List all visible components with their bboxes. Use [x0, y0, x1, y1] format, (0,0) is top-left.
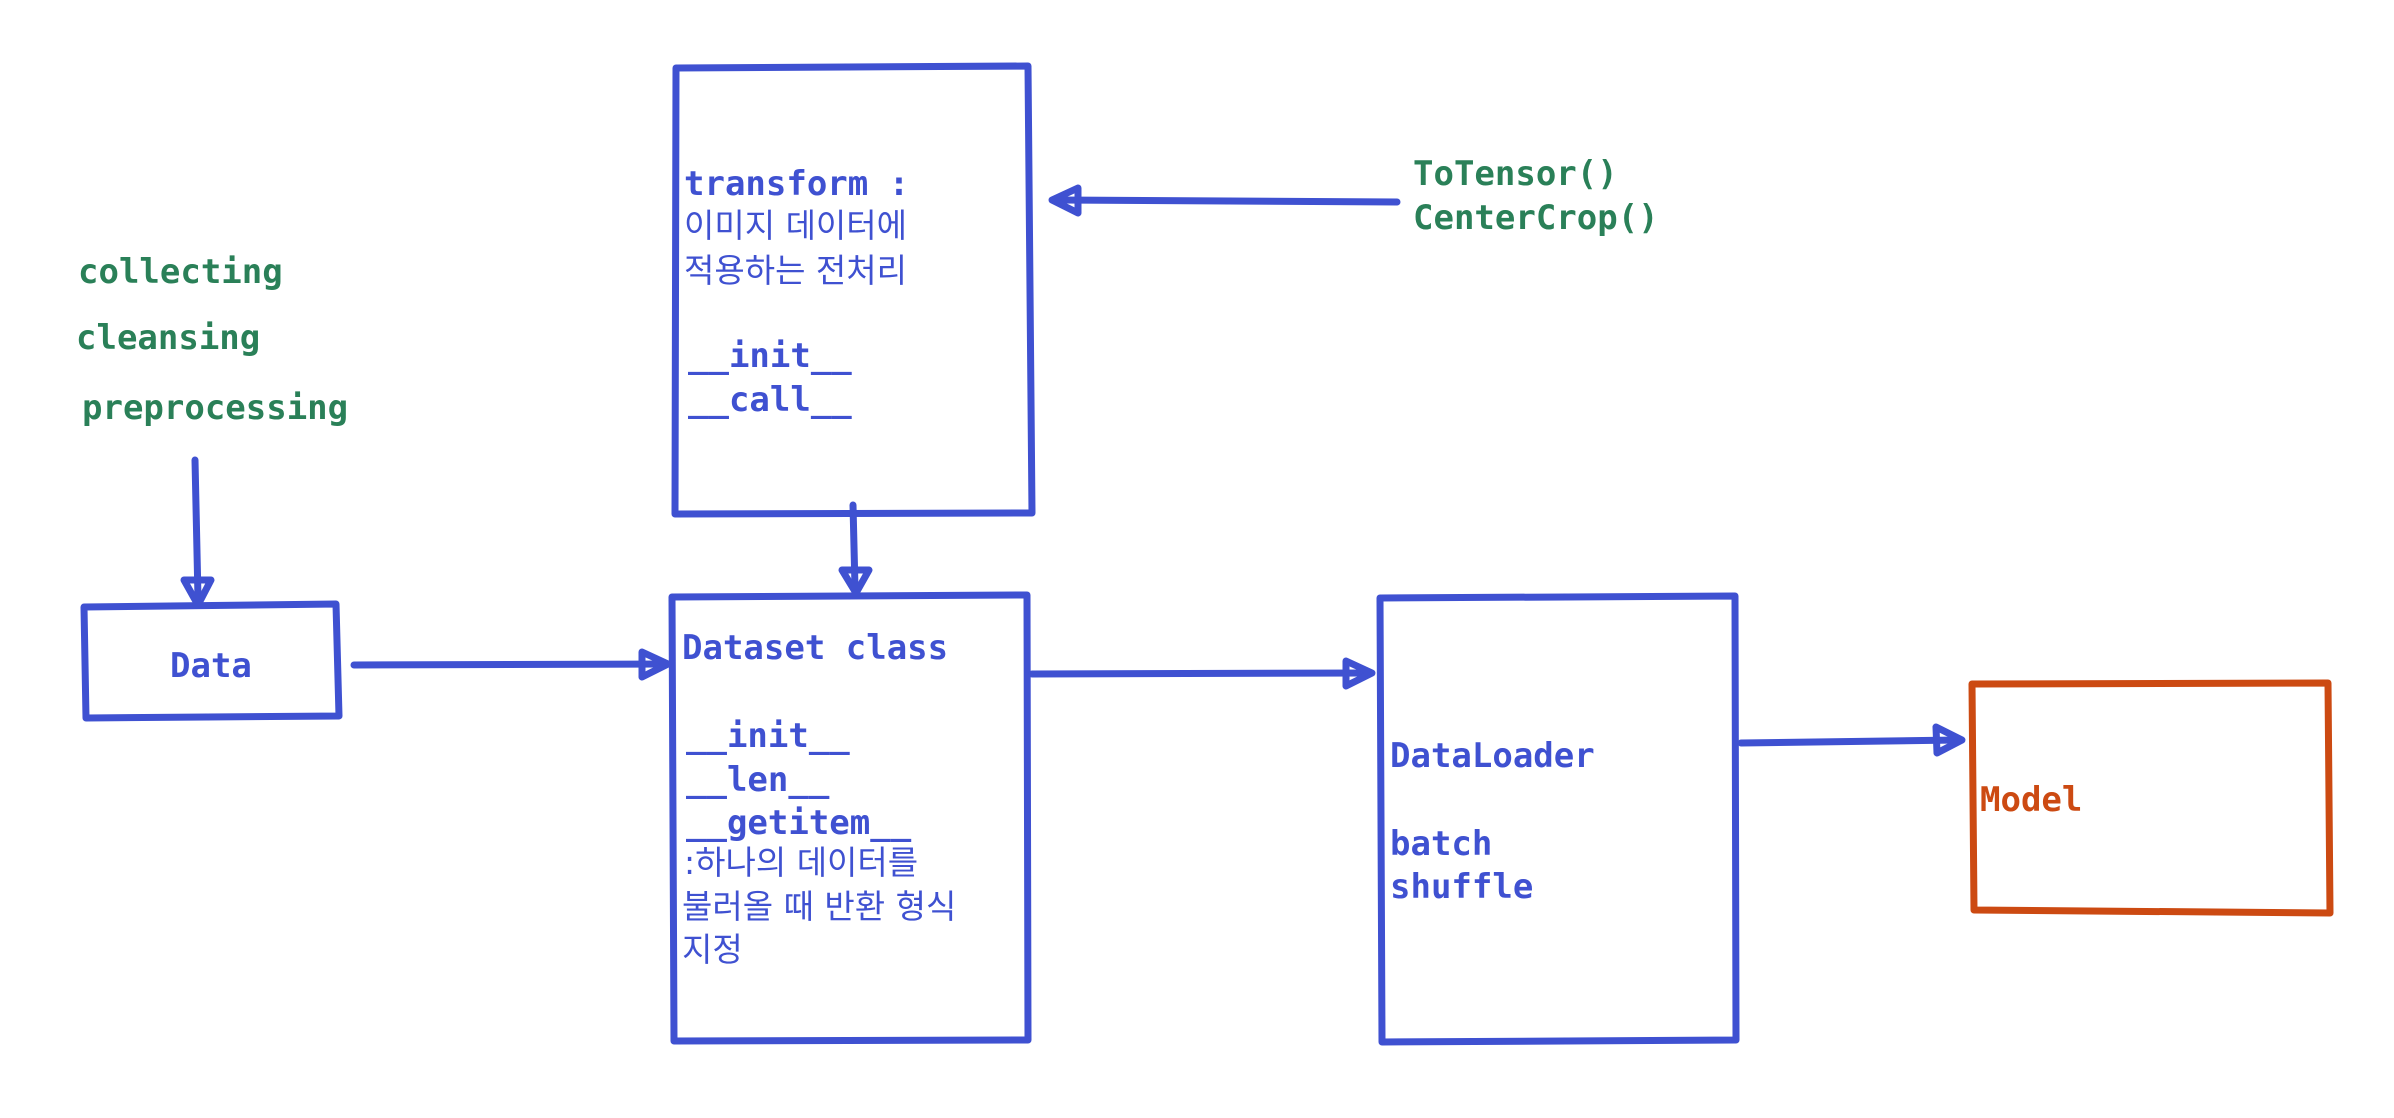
arrow-data-to-dataset	[350, 648, 672, 681]
model-box	[1968, 679, 2334, 917]
dataset-method-len: __len__	[686, 760, 830, 800]
dataset-method-init: __init__	[686, 716, 850, 756]
step-preprocessing: preprocessing	[82, 388, 349, 428]
dataset-desc-line2: 불러올 때 반환 형식	[682, 887, 957, 926]
transform-example-centercrop: CenterCrop()	[1413, 198, 1659, 238]
dataset-box	[668, 591, 1032, 1045]
dataloader-param-shuffle: shuffle	[1390, 867, 1534, 907]
dataset-title: Dataset class	[682, 628, 949, 668]
transform-method-init: __init__	[688, 336, 852, 376]
dataloader-param-batch: batch	[1390, 824, 1493, 864]
transform-box	[671, 62, 1036, 518]
dataloader-box	[1376, 592, 1740, 1046]
dataset-desc-line1: :하나의 데이터를	[684, 843, 919, 882]
step-collecting: collecting	[78, 252, 283, 292]
arrow-dataloader-to-model	[1737, 723, 1966, 757]
dataset-method-getitem: __getitem__	[686, 803, 912, 843]
data-box	[80, 600, 343, 722]
step-cleansing: cleansing	[76, 318, 261, 358]
transform-title: transform :	[684, 164, 910, 204]
data-box-label: Data	[170, 646, 252, 686]
transform-desc-line1: 이미지 데이터에	[684, 206, 908, 245]
model-box-label: Model	[1980, 780, 2083, 820]
arrow-transform-to-dataset	[838, 501, 873, 597]
arrow-dataset-to-dataloader	[1028, 657, 1376, 690]
transform-example-totensor: ToTensor()	[1413, 154, 1618, 194]
arrow-preprocessing-to-data	[180, 456, 215, 609]
arrow-examples-to-transform	[1048, 184, 1401, 217]
transform-desc-line2: 적용하는 전처리	[684, 251, 908, 290]
dataloader-title: DataLoader	[1390, 736, 1595, 776]
dataset-desc-line3: 지정	[682, 930, 743, 969]
transform-method-call: __call__	[688, 380, 852, 420]
